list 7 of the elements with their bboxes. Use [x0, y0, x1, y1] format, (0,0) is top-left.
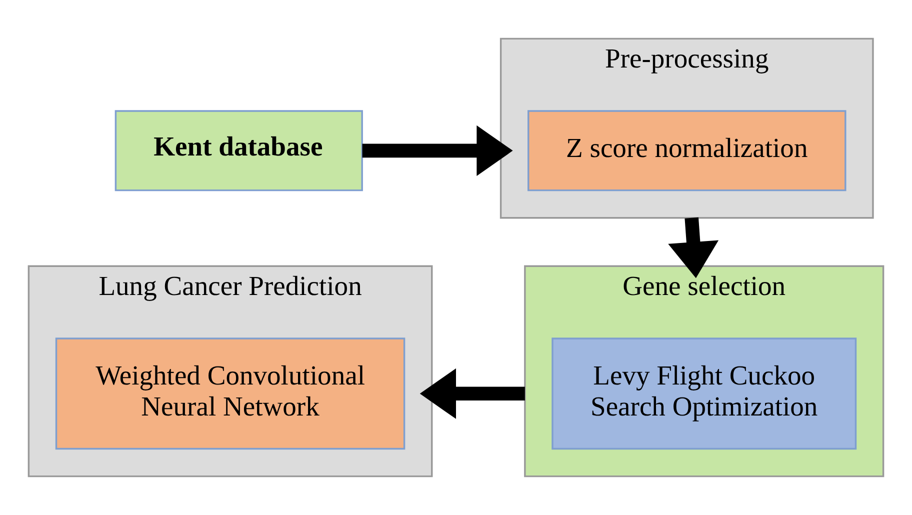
arrow: [362, 125, 513, 176]
arrow: [420, 368, 525, 419]
node-box: Levy Flight Cuckoo Search Optimization: [552, 338, 857, 450]
node-box: Kent database: [114, 110, 363, 192]
node-box: Z score normalization: [528, 110, 846, 192]
node-box: Weighted Convolutional Neural Network: [55, 338, 406, 450]
arrow: [668, 217, 719, 278]
